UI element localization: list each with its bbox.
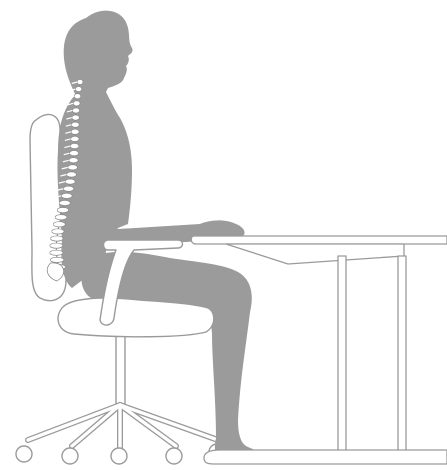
chair-gas-column [116,330,125,408]
vertebra [69,158,78,163]
vertebra [63,186,74,191]
chair-leg-inner [28,405,120,440]
chair-caster [16,446,32,462]
vertebra [65,179,75,184]
vertebra [50,257,64,262]
vertebra [70,151,79,156]
vertebra [57,207,69,212]
desk-top [191,236,447,244]
vertebra [50,243,63,248]
vertebra [74,94,81,99]
vertebra [72,108,79,113]
desk-leg [398,256,406,456]
chair-caster [166,448,182,464]
vertebra [59,200,70,205]
vertebra [71,136,79,141]
desk-leg [338,256,346,456]
desk-apron [226,244,404,264]
vertebra [66,172,76,177]
vertebra [77,79,83,84]
person-silhouette [57,11,272,460]
chair-caster [62,448,78,464]
chair-base [16,330,225,464]
vertebra [71,122,79,127]
vertebra [53,222,65,227]
chair-leg-inner [120,405,176,446]
vertebra [52,229,64,234]
vertebra [73,101,80,106]
desk-foot [204,450,447,464]
chair-caster [111,448,127,464]
head [64,11,133,100]
vertebra [71,129,79,134]
vertebra [61,193,72,198]
vertebra [75,87,81,92]
chair-seat [58,298,214,337]
vertebra [50,236,63,241]
vertebra [72,115,80,120]
chair-leg-inner [120,405,218,440]
vertebra [70,143,79,148]
vertebra [68,165,78,170]
vertebra [50,250,63,255]
vertebra [55,215,67,220]
